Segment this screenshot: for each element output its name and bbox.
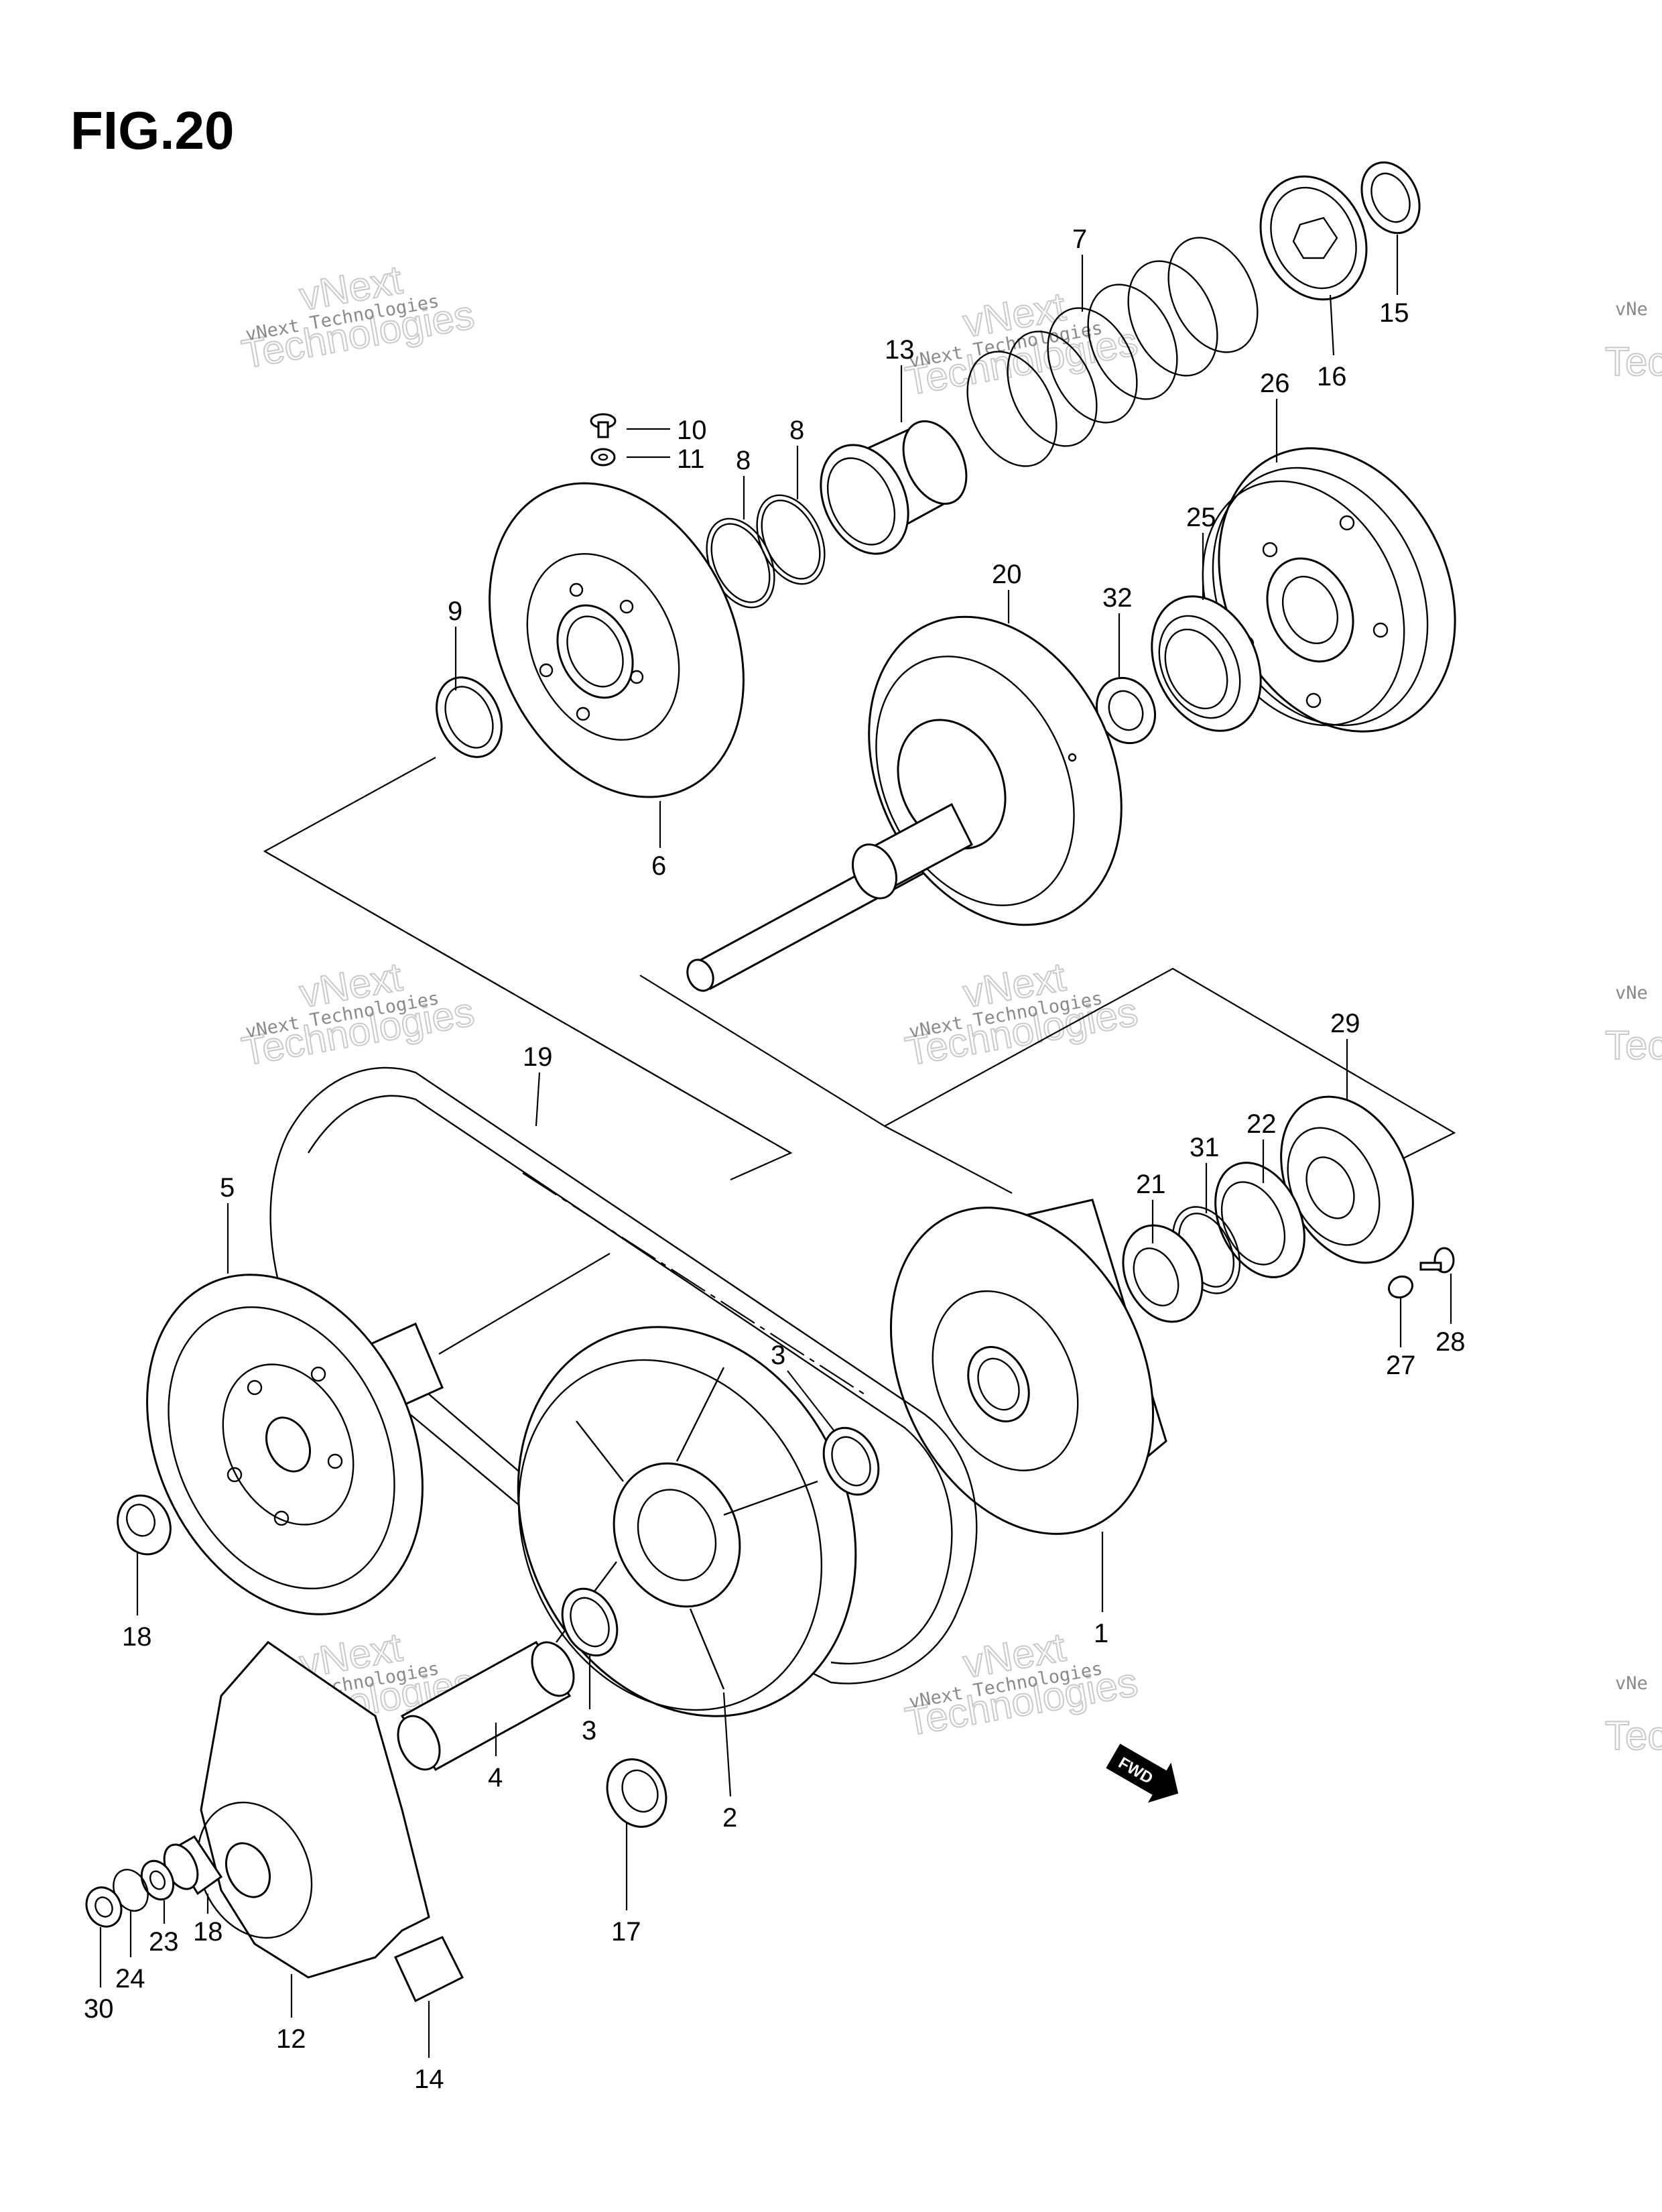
figure-title: FIG.20: [70, 101, 235, 160]
leader-lines: [99, 235, 1452, 2058]
part-13-sleeve: [820, 420, 968, 555]
callout-13: 13: [885, 335, 915, 365]
watermark-edge: vNe Tec: [1604, 1673, 1662, 1759]
part-10-pin: [590, 413, 617, 438]
svg-text:Tec: Tec: [1605, 339, 1662, 384]
callout-32: 32: [1102, 583, 1133, 613]
part-28-bolt: [1419, 1247, 1455, 1274]
part-7-spring: [966, 237, 1259, 467]
callout-8-upper: 8: [789, 416, 804, 445]
part-20-clutch-drum: [686, 615, 1123, 992]
svg-text:Tec: Tec: [1605, 1713, 1662, 1758]
part-8-o-rings: [706, 494, 826, 609]
callout-17: 17: [611, 1917, 641, 1947]
callout-21: 21: [1136, 1170, 1166, 1199]
callout-31: 31: [1190, 1133, 1220, 1162]
part-16-plate: [1259, 175, 1368, 301]
part-4-sleeve: [397, 1641, 575, 1771]
fwd-arrow-badge: FWD: [1106, 1743, 1179, 1803]
callout-7: 7: [1072, 225, 1087, 254]
callout-18-lower: 18: [193, 1917, 223, 1947]
watermark-edge: vNe Tec: [1604, 983, 1662, 1068]
part-26-clutch-housing: [1202, 447, 1456, 733]
part-30-bearing: [85, 1886, 123, 1928]
callout-12: 12: [276, 2024, 306, 2054]
callout-2: 2: [722, 1803, 737, 1833]
callout-20: 20: [992, 560, 1022, 589]
part-17-bearing: [606, 1758, 667, 1828]
callouts: 15 16 7 13 8 8 10 11 9 6 26 25 32 20 29 …: [84, 225, 1466, 2094]
callout-6: 6: [651, 851, 666, 881]
watermark-edge: vNe Tec: [1604, 299, 1662, 385]
part-9-seal: [436, 676, 503, 758]
part-12-movable-drive-face: [196, 1641, 430, 1979]
callout-14: 14: [414, 2065, 444, 2094]
part-11-washer: [590, 448, 616, 467]
callout-5: 5: [220, 1173, 235, 1203]
callout-16: 16: [1317, 362, 1347, 391]
callout-19: 19: [523, 1042, 553, 1072]
svg-text:Tec: Tec: [1605, 1023, 1662, 1068]
callout-15: 15: [1379, 298, 1409, 328]
svg-text:vNe: vNe: [1615, 1673, 1648, 1694]
callout-18-upper: 18: [122, 1622, 152, 1652]
svg-text:vNe: vNe: [1615, 983, 1648, 1003]
callout-4: 4: [488, 1763, 503, 1792]
part-5-driven-pulley: [146, 1274, 444, 1615]
callout-8-lower: 8: [736, 446, 751, 475]
watermark: vNext Technologies vNext Technologies: [901, 283, 1142, 404]
part-14-slide-piece: [393, 1936, 464, 2003]
callout-3-upper: 3: [771, 1341, 785, 1370]
part-6-sheave: [489, 482, 745, 798]
callout-25: 25: [1186, 503, 1216, 532]
callout-22: 22: [1246, 1109, 1277, 1139]
part-3-ring: [561, 1587, 619, 1657]
part-3-ring: [822, 1426, 880, 1496]
part-21-collar: [1122, 1224, 1204, 1323]
part-23-nut: [140, 1859, 175, 1901]
callout-28: 28: [1435, 1327, 1466, 1357]
part-15-circlip: [1360, 161, 1421, 235]
part-25-one-way-clutch: [1151, 595, 1262, 732]
callout-27: 27: [1386, 1351, 1416, 1380]
callout-29: 29: [1330, 1009, 1360, 1038]
watermark: vNext Technologies vNext Technologies: [238, 953, 478, 1074]
callout-3-lower: 3: [582, 1716, 596, 1745]
callout-30: 30: [84, 1994, 114, 2024]
callout-26: 26: [1260, 369, 1290, 398]
part-27-washer: [1387, 1275, 1414, 1299]
part-1-driven-face: [889, 1199, 1167, 1535]
callout-11: 11: [677, 444, 705, 474]
callout-24: 24: [115, 1964, 145, 1993]
callout-9: 9: [448, 597, 462, 626]
callout-23: 23: [149, 1927, 179, 1957]
watermark: vNext Technologies vNext Technologies: [238, 256, 478, 377]
svg-text:vNe: vNe: [1615, 299, 1648, 320]
callout-10: 10: [677, 416, 707, 445]
part-18-collar: [117, 1494, 172, 1556]
callout-1: 1: [1094, 1619, 1108, 1648]
